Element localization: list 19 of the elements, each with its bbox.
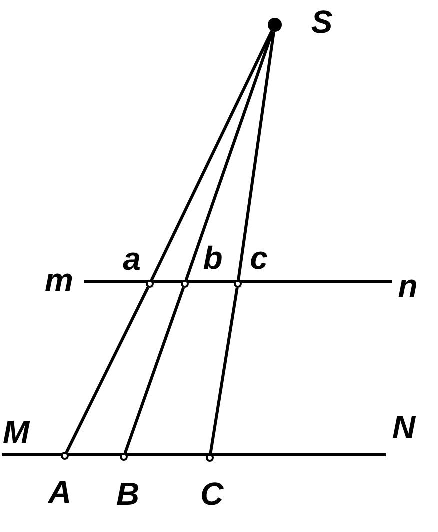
line bbox=[2, 454, 386, 456]
point-label: n bbox=[397, 269, 419, 303]
point-label: b bbox=[202, 241, 224, 275]
point-label: C bbox=[199, 477, 225, 511]
point-label: N bbox=[391, 410, 417, 444]
point-label: B bbox=[115, 477, 141, 511]
point-label: c bbox=[249, 241, 269, 275]
point-label: A bbox=[47, 475, 73, 509]
line bbox=[209, 288, 239, 454]
line bbox=[237, 32, 276, 280]
line bbox=[65, 286, 150, 454]
line bbox=[124, 287, 186, 454]
point-label: S bbox=[310, 5, 334, 39]
line bbox=[184, 31, 274, 281]
point-label: a bbox=[122, 242, 142, 276]
point-label: M bbox=[3, 415, 29, 449]
line bbox=[84, 280, 392, 284]
point-label: m bbox=[45, 263, 71, 297]
line bbox=[150, 30, 274, 282]
